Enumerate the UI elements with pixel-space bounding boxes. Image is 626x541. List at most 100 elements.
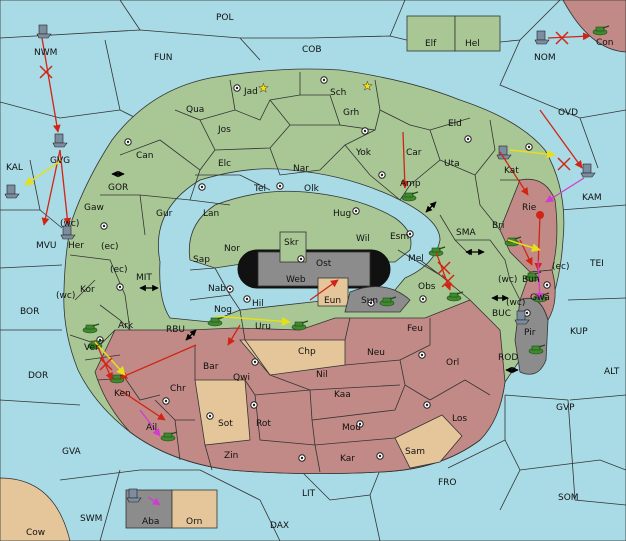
- label-bun: Bun: [522, 275, 540, 285]
- label-ec2: (ec): [110, 265, 128, 275]
- label-yok: Yok: [355, 148, 372, 158]
- label-sap: Sap: [193, 255, 210, 265]
- label-neu: Neu: [367, 348, 385, 358]
- label-alt: ALT: [604, 367, 620, 377]
- label-buc: BUC: [492, 309, 511, 319]
- label-skr: Skr: [284, 238, 299, 248]
- label-con: Con: [596, 38, 614, 48]
- label-wc2: (wc): [56, 291, 75, 301]
- province-web[interactable]: [257, 251, 371, 287]
- label-gvg: GVG: [50, 156, 70, 166]
- label-rie: Rie: [522, 203, 537, 213]
- label-qua: Qua: [186, 105, 204, 115]
- label-pol: POL: [216, 13, 234, 23]
- label-tei: TEI: [589, 259, 604, 269]
- label-wc4: (wc): [506, 298, 525, 308]
- label-wil: Wil: [356, 234, 370, 244]
- label-wc3: (wc): [498, 275, 517, 285]
- label-zin: Zin: [224, 451, 238, 461]
- label-rot: Rot: [256, 419, 271, 429]
- label-ovd: OVD: [558, 108, 578, 118]
- label-gwa: Gwa: [530, 293, 550, 303]
- label-ver: Ver: [84, 343, 99, 353]
- label-mvu: MVU: [36, 241, 57, 251]
- province-elf[interactable]: [406, 15, 456, 52]
- sea-label-layer: POL COB FUN NWM NOM OVD KAL GOR MVU KAM …: [6, 13, 620, 531]
- label-gva: GVA: [62, 447, 82, 457]
- province-sam[interactable]: [394, 414, 463, 469]
- label-nar: Nar: [293, 164, 309, 174]
- label-swm: SWM: [80, 514, 102, 524]
- label-gor: GOR: [108, 183, 128, 193]
- label-ail: Ail: [146, 423, 157, 433]
- label-ec3: (ec): [552, 262, 570, 272]
- label-web: Web: [286, 275, 306, 285]
- label-nwm: NWM: [34, 48, 57, 58]
- label-dor: DOR: [28, 371, 48, 381]
- label-uta: Uta: [444, 159, 460, 169]
- label-nom: NOM: [534, 53, 556, 63]
- label-kal: KAL: [6, 163, 23, 173]
- label-cow: Cow: [26, 528, 45, 538]
- label-grh: Grh: [343, 108, 359, 118]
- province-hel[interactable]: [454, 15, 501, 52]
- province-sun[interactable]: [344, 286, 411, 313]
- label-gvp: GVP: [556, 403, 575, 413]
- label-kor: Kor: [80, 285, 95, 295]
- label-kam: KAM: [582, 193, 602, 203]
- label-kaa: Kaa: [334, 390, 351, 400]
- province-sot[interactable]: [194, 379, 251, 446]
- label-mel: Mel: [408, 254, 424, 264]
- province-orn[interactable]: [171, 489, 218, 529]
- label-elf: Elf: [425, 39, 437, 49]
- label-som: SOM: [558, 493, 579, 503]
- province-skr[interactable]: [279, 231, 307, 263]
- label-bor: BOR: [20, 307, 39, 317]
- strait-arrow-rbu: [185, 329, 197, 341]
- label-eun: Eun: [324, 296, 341, 306]
- label-orn: Orn: [186, 517, 202, 527]
- label-lan: Lan: [203, 209, 219, 219]
- label-sun: Sun: [361, 296, 378, 306]
- label-hel: Hel: [465, 39, 480, 49]
- label-sma: SMA: [456, 228, 476, 238]
- label-ken: Ken: [114, 389, 131, 399]
- star-jad: ★: [258, 81, 269, 95]
- label-jad: Jad: [243, 87, 258, 97]
- label-lit: LIT: [302, 489, 316, 499]
- label-gaw: Gaw: [84, 203, 104, 213]
- label-ark: Ark: [118, 321, 134, 331]
- label-fun: FUN: [154, 53, 173, 63]
- label-can: Can: [136, 151, 154, 161]
- label-jos: Jos: [217, 125, 231, 135]
- label-rbu: RBU: [166, 325, 185, 335]
- label-tel: Tel: [253, 184, 266, 194]
- province-borders: [69, 72, 521, 473]
- strait-arrow-sma-n: [425, 201, 437, 213]
- label-cob: COB: [302, 45, 322, 55]
- label-elc: Elc: [218, 159, 231, 169]
- land-label-layer: Elf Hel Con Jad Sch Qua Jos Grh Eld Can …: [26, 38, 614, 538]
- label-aba: Aba: [142, 517, 159, 527]
- label-amp: Amp: [400, 179, 421, 189]
- label-nil: Nil: [316, 370, 328, 380]
- label-uru: Uru: [255, 322, 271, 332]
- label-nab: Nab: [208, 284, 226, 294]
- label-sch: Sch: [330, 88, 346, 98]
- label-olk: Olk: [304, 184, 320, 194]
- star-sch: ★: [362, 79, 373, 93]
- label-obs: Obs: [418, 282, 436, 292]
- region-south: [94, 299, 506, 474]
- label-ost: Ost: [316, 259, 332, 269]
- label-nor: Nor: [224, 244, 240, 254]
- orders: [24, 31, 591, 506]
- label-dax: DAX: [270, 521, 289, 531]
- label-feu: Feu: [407, 324, 423, 334]
- label-chr: Chr: [170, 384, 186, 394]
- label-mou: Mou: [342, 423, 361, 433]
- label-kar: Kar: [340, 454, 355, 464]
- label-car: Car: [406, 148, 422, 158]
- label-nog: Nog: [214, 305, 232, 315]
